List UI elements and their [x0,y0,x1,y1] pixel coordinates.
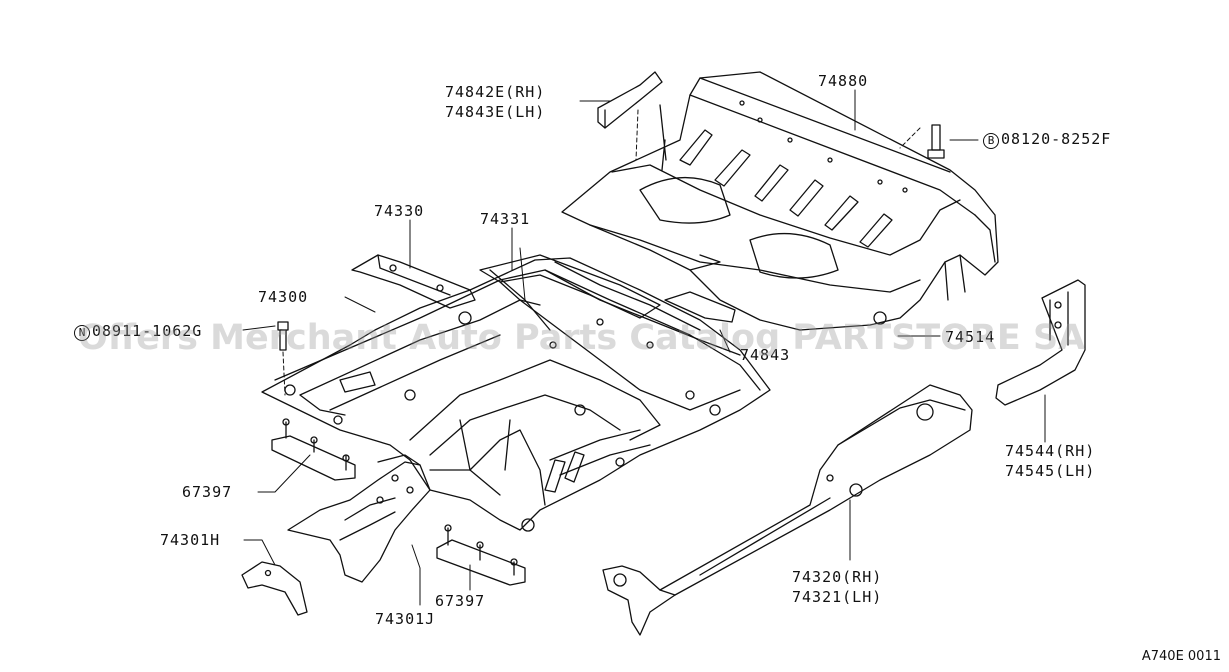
label-67397-upper: 67397 [182,483,233,501]
label-74544: 74544(RH) [1005,442,1096,460]
crossmember-74330 [351,254,476,309]
side-sill-74320 [602,384,973,636]
label-74843e: 74843E(LH) [445,103,546,121]
bolt-08911-number: 08911-1062G [92,322,203,340]
label-74331: 74331 [480,210,531,228]
label-74321: 74321(LH) [792,588,883,606]
label-74320: 74320(RH) [792,568,883,586]
bolt-08120 [927,124,945,159]
label-74843: 74843 [740,346,791,364]
label-67397-lower: 67397 [435,592,486,610]
front-floor-panel-74300 [261,257,771,532]
plate-67397-upper [271,418,356,481]
label-74880: 74880 [818,72,869,90]
bracket-74544 [995,279,1086,406]
front-member-74301 [287,454,431,583]
label-74545: 74545(LH) [1005,462,1096,480]
watermark: Offers Merchant Auto Parts Catalog PARTS… [78,318,1086,358]
leader-lines [242,89,1046,606]
label-74330: 74330 [374,202,425,220]
plate-67397-lower [436,524,526,586]
bolt-08120-number: 08120-8252F [1001,130,1112,148]
b-circle-icon: B [983,133,999,149]
bracket-74843 [664,291,736,323]
n-circle-icon: N [74,325,90,341]
label-74842e: 74842E(RH) [445,83,546,101]
label-74514: 74514 [945,328,996,346]
crossmember-74331 [479,254,661,319]
bolt-08911 [277,321,289,351]
label-74301h: 74301H [160,531,221,549]
label-74301j: 74301J [375,610,436,628]
drawing-code: A740E 0011 [1141,649,1221,664]
rear-floor-panel-74880 [561,71,999,331]
label-74300: 74300 [258,288,309,306]
bracket-74842e [597,71,663,129]
bracket-74301h [241,561,308,616]
